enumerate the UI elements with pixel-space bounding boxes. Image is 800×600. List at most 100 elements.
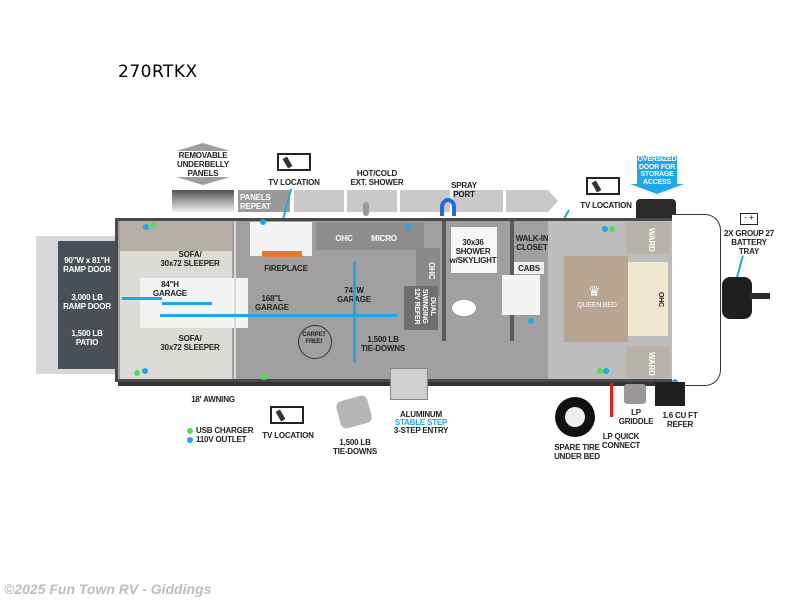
ohc-side-label: OHC (427, 262, 436, 280)
ohc-bed-label: OHC (657, 292, 664, 307)
storage-door-arrow-icon (637, 156, 677, 184)
shower-head-icon (363, 202, 369, 216)
spray-hose-icon (440, 198, 456, 216)
spare-tire-rim (565, 407, 585, 427)
underbelly-label: REMOVABLE UNDERBELLY PANELS (177, 151, 229, 178)
battery-tray (722, 277, 752, 319)
usb-dot (609, 226, 615, 232)
ext-refer (655, 382, 685, 406)
outlet-dot (528, 318, 534, 324)
patio-label: 1,500 LB PATIO (71, 329, 103, 347)
sofa-top (120, 221, 232, 251)
queen-bed (564, 256, 628, 342)
entry-line2: STABLE STEP (394, 418, 448, 427)
shower-label: 30x36 SHOWER w/SKYLIGHT (449, 238, 497, 265)
garage-length-label: 168"L GARAGE (255, 294, 289, 312)
usb-dot (597, 368, 603, 374)
outlet-dot (142, 368, 148, 374)
refer (404, 286, 438, 330)
panel-arrow-icon (548, 190, 558, 212)
fireplace-flame (262, 251, 302, 257)
ramp-door[interactable] (58, 241, 116, 369)
bed-pillows (628, 262, 668, 336)
panel (294, 190, 344, 212)
tie-down-icon (334, 394, 374, 430)
lp-quick-label: LP QUICK CONNECT (601, 432, 641, 450)
spare-tire-label: SPARE TIRE UNDER BED (554, 443, 600, 461)
tv-location-label: TV LOCATION (580, 201, 632, 210)
sofa-top-label: SOFA/ 30x72 SLEEPER (160, 250, 220, 268)
panel-repeat (238, 190, 290, 212)
usb-legend-icon (187, 427, 193, 434)
entry-line3: 3-STEP ENTRY (393, 426, 449, 435)
storage-door-arrow-tip (630, 184, 684, 194)
ext-shower-label: HOT/COLD EXT. SHOWER (350, 169, 404, 187)
battery-icon: - + (740, 213, 758, 225)
sofa-bottom-label: SOFA/ 30x72 SLEEPER (160, 334, 220, 352)
outlet-legend-icon (187, 436, 193, 443)
ward-top (626, 222, 670, 254)
cabs (514, 262, 544, 274)
underbelly-arrow-down-icon (176, 177, 230, 185)
carpet-free-badge (298, 325, 332, 359)
length-arrow (160, 314, 398, 317)
lp-line (610, 383, 613, 417)
outlet-dot (405, 224, 411, 230)
panel (453, 190, 503, 212)
tv-location-label: TV LOCATION (268, 178, 320, 187)
height-arrow (122, 297, 162, 300)
panels-repeat-label: PANELS REPEAT (240, 193, 271, 211)
underbelly-arrow-icon (176, 143, 230, 151)
toilet-icon (452, 300, 476, 316)
spray-port-label: SPRAY PORT (451, 181, 477, 199)
bath-wall (442, 221, 446, 341)
refer-label: DUAL SWINGING 12V REFER (413, 288, 436, 325)
shower (450, 226, 498, 274)
legend-label: USB CHARGER (196, 426, 254, 435)
width-arrow (353, 262, 356, 362)
outlet-dot (143, 224, 149, 230)
closet-label: WALK-IN CLOSET (515, 234, 549, 252)
awning-label: 18' AWNING (191, 395, 235, 404)
ext-refer-label: 1.6 CU FT REFER (662, 411, 698, 429)
legend: USB CHARGER 110V OUTLET (187, 426, 254, 444)
outlet-dot (602, 226, 608, 232)
battery-label: 2X GROUP 27 BATTERY TRAY (723, 229, 775, 256)
crown-icon: ♛ (588, 283, 601, 299)
vanity (502, 275, 540, 315)
micro-label: MICRO (371, 234, 397, 243)
hitch (750, 293, 770, 299)
ramp-capacity-label: 3,000 LB RAMP DOOR (63, 293, 111, 311)
tv-location-label: TV LOCATION (262, 431, 314, 440)
tie-downs-bottom-label: 1,500 LB TIE-DOWNS (333, 438, 377, 456)
ramp-arrow (162, 302, 212, 305)
usb-dot (150, 222, 156, 228)
ward-top-label: WARD (647, 228, 656, 252)
underbelly-panels (172, 190, 234, 212)
panel (506, 190, 548, 212)
tv-icon (586, 177, 620, 195)
outlet-dot (260, 219, 266, 225)
lp-griddle-label: LP GRIDDLE (618, 408, 654, 426)
panel (400, 190, 450, 212)
tv-icon (277, 153, 311, 171)
usb-dot (261, 374, 267, 380)
ohc-label: OHC (335, 234, 353, 243)
cabs-label: CABS (518, 264, 540, 273)
storage-door-label: OVERSIZED DOOR FOR STORAGE ACCESS (637, 156, 677, 186)
garage-divider (234, 221, 236, 379)
panel (347, 190, 397, 212)
fireplace-counter (250, 222, 312, 256)
model-title: 270RTKX (118, 62, 198, 82)
tv-icon (270, 406, 304, 424)
ward-bottom-label: WARD (647, 352, 656, 376)
queen-bed-label: QUEEN BED (577, 302, 617, 309)
legend-label: 110V OUTLET (196, 435, 247, 444)
ward-bottom (626, 346, 670, 378)
underbelly-box (182, 151, 224, 177)
fireplace-label: FIREPLACE (264, 264, 308, 273)
garage-height-label: 84"H GARAGE (153, 280, 187, 298)
storage-door (636, 199, 676, 219)
lp-griddle-icon (624, 384, 646, 404)
entry-steps (390, 368, 428, 400)
